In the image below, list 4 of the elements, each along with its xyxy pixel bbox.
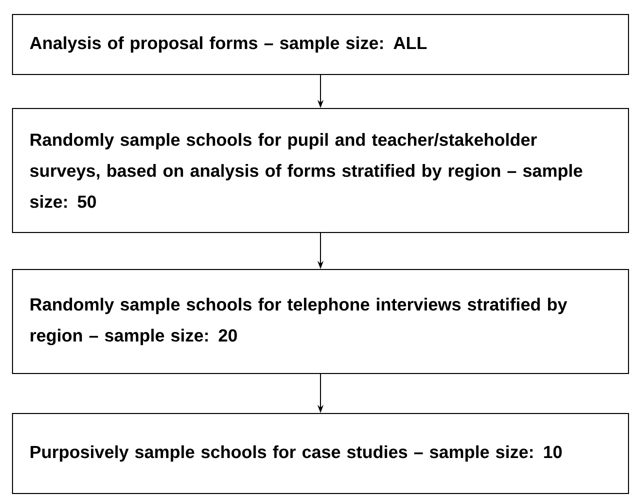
process-box: Purposively sample schools for case studies – sample size: 10 [12, 413, 629, 494]
process-box: Randomly sample schools for pupil and teacher/stakeholder surveys, based on analysis of forms stratified by region – sample size: 50 [12, 108, 629, 233]
process-box: Randomly sample schools for telephone interviews stratified by region – sample size: 20 [12, 269, 629, 374]
process-box: Analysis of proposal forms – sample size: ALL [12, 14, 629, 75]
